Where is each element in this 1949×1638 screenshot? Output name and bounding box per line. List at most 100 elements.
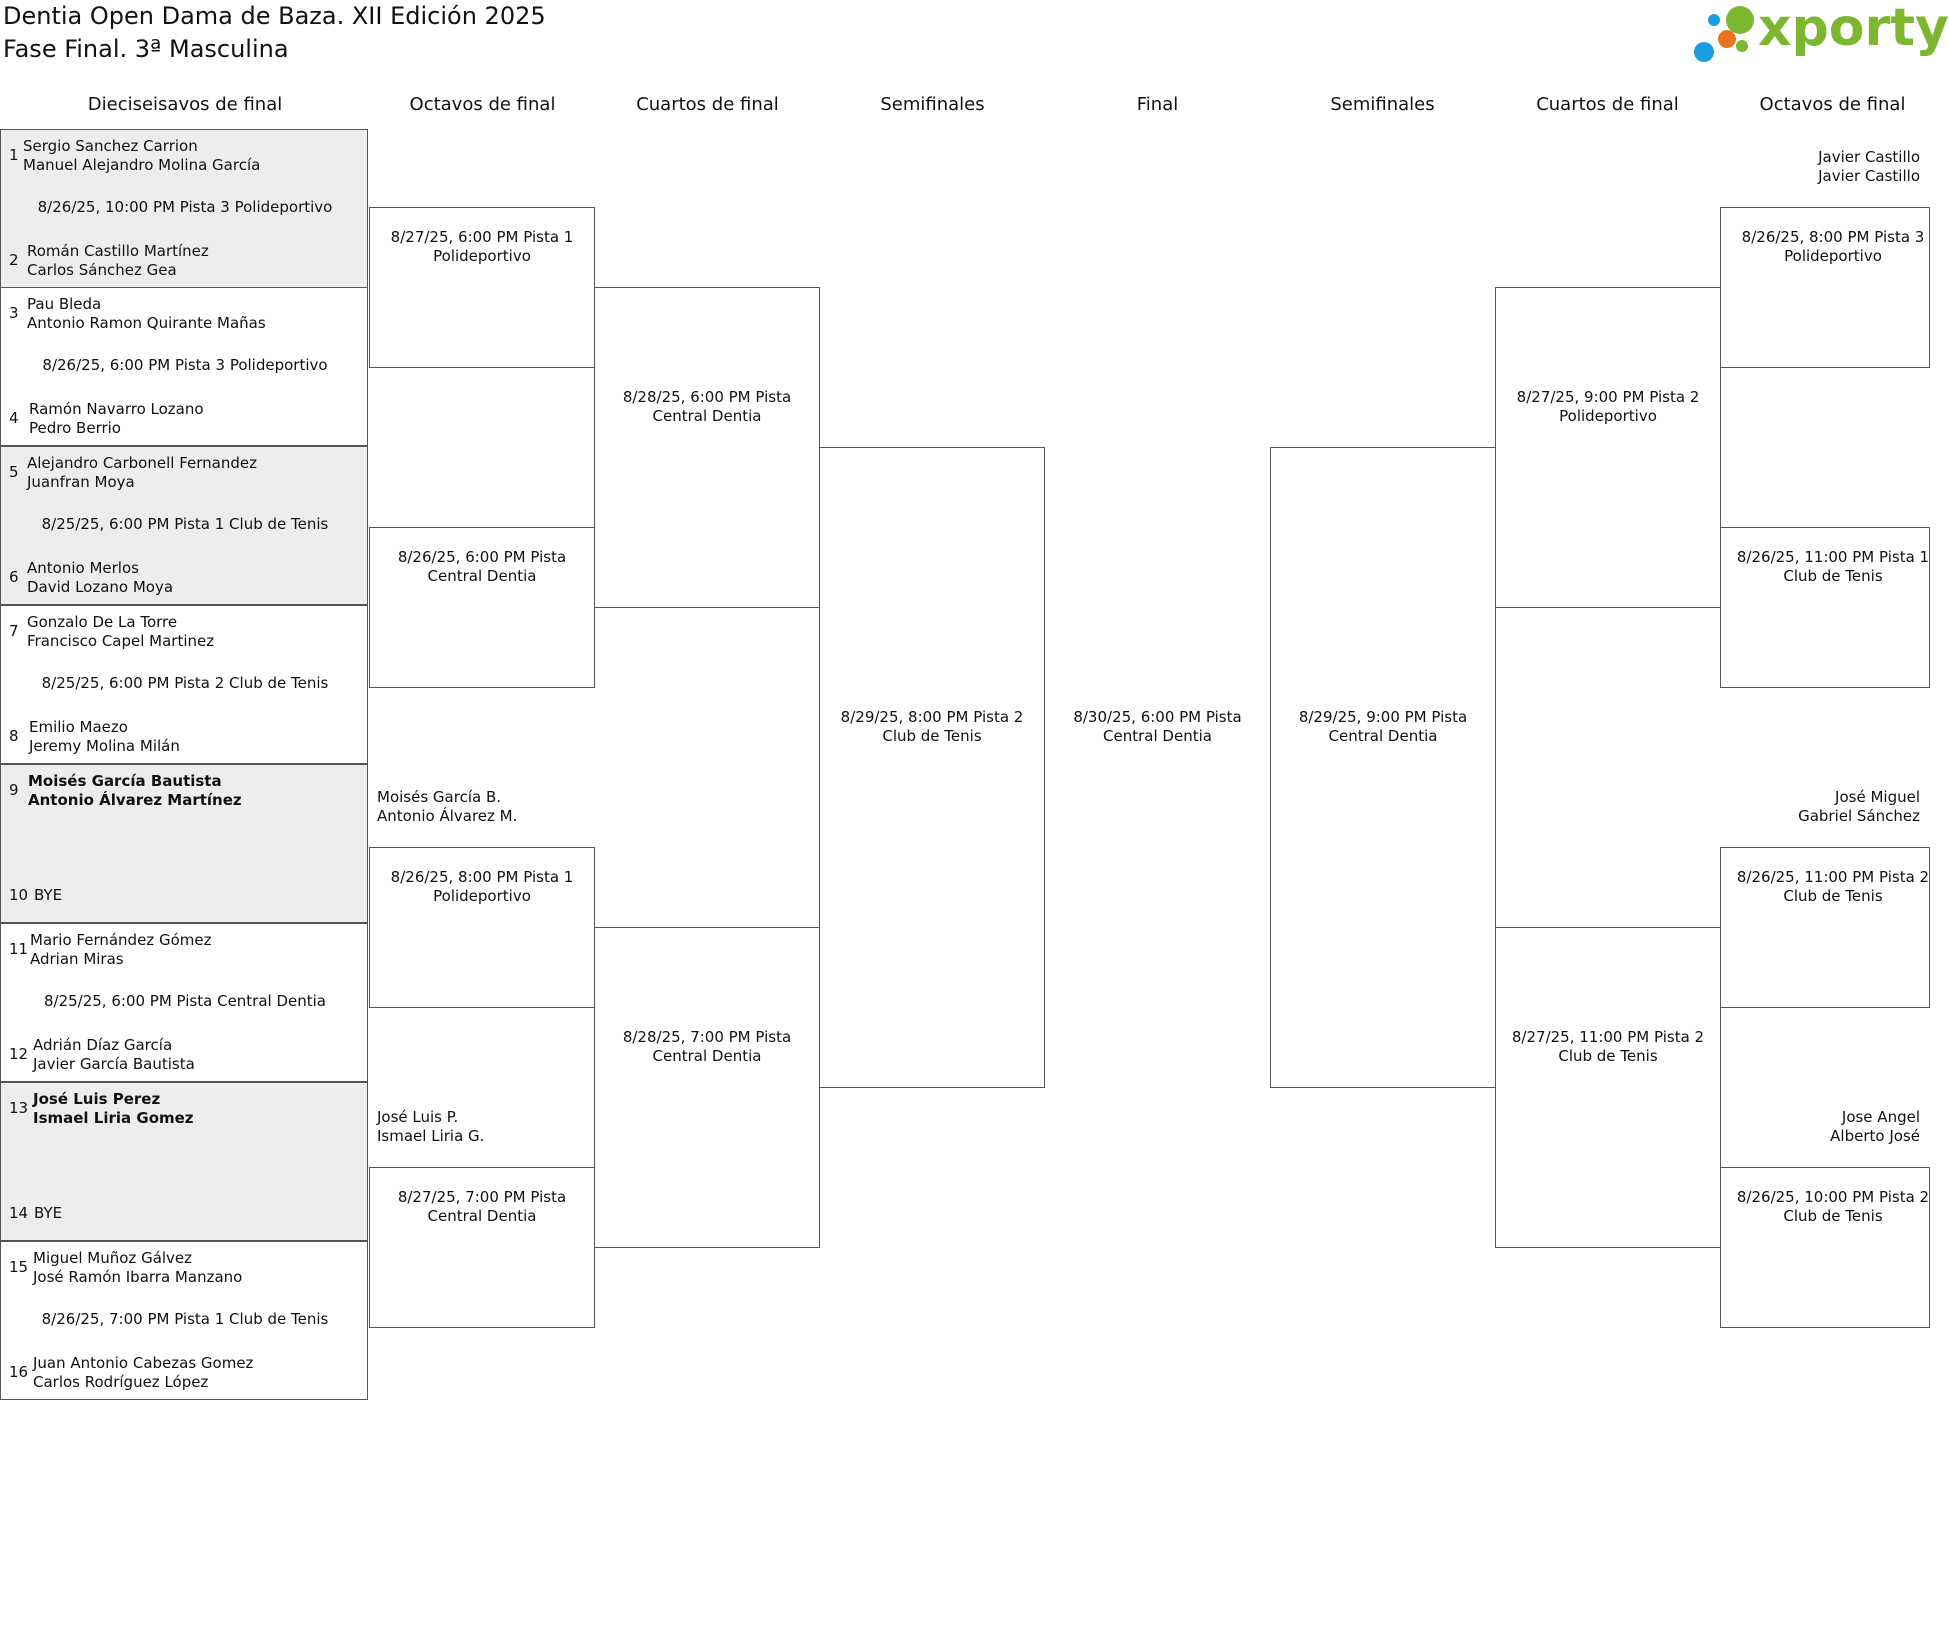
seed-number: 10 (9, 886, 29, 904)
xporty-logo: xporty (1690, 0, 1949, 66)
round-header-sf-right: Semifinales (1330, 94, 1435, 115)
match-schedule: 8/26/25, 7:00 PM Pista 1 Club de Tenis (41, 1310, 329, 1328)
seed-number: 3 (9, 304, 19, 322)
page-subtitle: Fase Final. 3ª Masculina (3, 35, 289, 63)
player-name: Ramón Navarro Lozano (29, 400, 204, 418)
r16-right-bracket-1 (1720, 207, 1930, 368)
match-schedule: 8/26/25, 10:00 PM Pista 3 Polideportivo (37, 198, 333, 216)
player-name: Carlos Rodríguez López (33, 1373, 209, 1391)
player-name: Javier García Bautista (33, 1055, 195, 1073)
player-name: Alejandro Carbonell Fernandez (27, 454, 257, 472)
player-name: Adrian Miras (30, 950, 124, 968)
page-title: Dentia Open Dama de Baza. XII Edición 20… (3, 2, 546, 30)
player-name: Adrián Díaz García (33, 1036, 173, 1054)
r16-left-advanced-2: José Luis P.Ismael Liria G. (377, 1108, 485, 1145)
match-schedule: 8/25/25, 6:00 PM Pista Central Dentia (43, 992, 327, 1010)
round-header-qf-right: Cuartos de final (1536, 94, 1679, 115)
player-name: Emilio Maezo (29, 718, 128, 736)
round-header-final: Final (1136, 94, 1179, 115)
r32-match-5: 9 Moisés García Bautista Antonio Álvarez… (0, 764, 368, 923)
player-name-winner: José Luis Perez (33, 1090, 161, 1108)
player-name: David Lozano Moya (27, 578, 174, 596)
player-name-bye: BYE (34, 886, 63, 904)
match-schedule: 8/26/25, 6:00 PM Pista 3 Polideportivo (42, 356, 328, 374)
qf-left-bracket-1 (594, 287, 820, 608)
r32-match-1: 1 Sergio Sanchez Carrion Manuel Alejandr… (0, 129, 368, 288)
logo-wordmark: xporty (1758, 0, 1949, 58)
round-header-qf-left: Cuartos de final (636, 94, 779, 115)
logo-dot-green (1726, 6, 1754, 34)
seed-number: 9 (9, 781, 19, 799)
player-name: Miguel Muñoz Gálvez (33, 1249, 193, 1267)
qf-right-bracket-1 (1495, 287, 1721, 608)
r16-right-bracket-3 (1720, 847, 1930, 1008)
round-header-sf-left: Semifinales (880, 94, 985, 115)
r16-right-bracket-4 (1720, 1167, 1930, 1328)
r16-left-advanced-1: Moisés García B.Antonio Álvarez M. (377, 788, 518, 825)
player-name: Sergio Sanchez Carrion (23, 137, 198, 155)
seed-number: 6 (9, 568, 19, 586)
r32-match-4: 7 Gonzalo De La Torre Francisco Capel Ma… (0, 605, 368, 764)
r32-match-3: 5 Alejandro Carbonell Fernandez Juanfran… (0, 446, 368, 605)
player-name: Francisco Capel Martinez (27, 632, 215, 650)
seed-number: 15 (9, 1258, 29, 1276)
player-name: José Ramón Ibarra Manzano (33, 1268, 243, 1286)
sf-left-bracket (819, 447, 1045, 1088)
player-name: Jeremy Molina Milán (29, 737, 180, 755)
player-name: Juan Antonio Cabezas Gomez (33, 1354, 254, 1372)
seed-number: 2 (9, 251, 19, 269)
seed-number: 1 (9, 146, 19, 164)
match-schedule: 8/25/25, 6:00 PM Pista 2 Club de Tenis (41, 674, 329, 692)
round-header-r32: Dieciseisavos de final (87, 94, 283, 115)
seed-number: 5 (9, 463, 19, 481)
seed-number: 14 (9, 1204, 29, 1222)
round-header-r16-right: Octavos de final (1759, 94, 1906, 115)
player-name-winner: Antonio Álvarez Martínez (28, 791, 242, 809)
qf-right-bracket-2 (1495, 927, 1721, 1248)
r32-match-8: 15 Miguel Muñoz Gálvez José Ramón Ibarra… (0, 1241, 368, 1400)
player-name-winner: Moisés García Bautista (28, 772, 222, 790)
player-name: Mario Fernández Gómez (30, 931, 212, 949)
seed-number: 7 (9, 622, 19, 640)
player-name-bye: BYE (34, 1204, 63, 1222)
logo-dot-green-small (1736, 40, 1748, 52)
player-name: Antonio Merlos (27, 559, 139, 577)
seed-number: 16 (9, 1363, 29, 1381)
qf-left-bracket-2 (594, 927, 820, 1248)
r32-match-7: 13 José Luis Perez Ismael Liria Gomez 14… (0, 1082, 368, 1241)
player-name: Juanfran Moya (27, 473, 135, 491)
player-name: Gonzalo De La Torre (27, 613, 178, 631)
player-name: Manuel Alejandro Molina García (23, 156, 261, 174)
r32-match-6: 11 Mario Fernández Gómez Adrian Miras 8/… (0, 923, 368, 1082)
round-header-r16-left: Octavos de final (409, 94, 556, 115)
seed-number: 8 (9, 727, 19, 745)
r16-right-bracket-2 (1720, 527, 1930, 688)
logo-dot-blue-small (1708, 14, 1720, 26)
logo-dot-orange (1718, 30, 1736, 48)
sf-right-bracket (1270, 447, 1496, 1088)
player-name-winner: Ismael Liria Gomez (33, 1109, 194, 1127)
player-name: Antonio Ramon Quirante Mañas (27, 314, 266, 332)
player-name: Pedro Berrio (29, 419, 121, 437)
player-name: Carlos Sánchez Gea (27, 261, 177, 279)
seed-number: 12 (9, 1045, 29, 1063)
match-schedule: 8/25/25, 6:00 PM Pista 1 Club de Tenis (41, 515, 329, 533)
